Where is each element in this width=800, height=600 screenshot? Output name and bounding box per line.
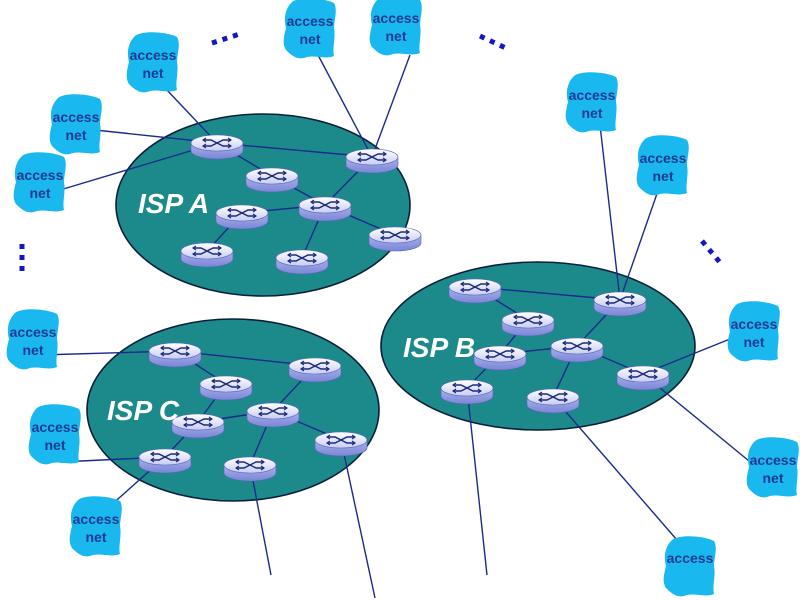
access-net-line1: access	[373, 10, 420, 26]
access-net-line2: net	[30, 185, 51, 201]
router-icon	[246, 402, 300, 428]
router-icon	[440, 379, 494, 405]
router-icon	[593, 291, 647, 317]
router-icon	[148, 342, 202, 368]
router-icon	[448, 278, 502, 304]
access-net-line1: access	[130, 47, 177, 63]
router-icon	[368, 226, 422, 252]
router-icon	[616, 365, 670, 391]
access-net-line2: net	[582, 105, 603, 121]
router-icon	[138, 448, 192, 474]
router-icon	[314, 431, 368, 457]
access-net-line1: access	[10, 324, 57, 340]
access-net-line1: access	[287, 13, 334, 29]
router-icon	[473, 345, 527, 371]
access-net-cloud: access net	[13, 152, 66, 213]
router-icon	[288, 357, 342, 383]
router-icon	[190, 134, 244, 160]
isp-a-label: ISP A	[138, 188, 209, 219]
access-net-cloud: access net	[727, 301, 780, 362]
access-net-cloud: access net	[746, 437, 799, 498]
access-net-line2: net	[143, 65, 164, 81]
access-net-line1: access	[53, 109, 100, 125]
link	[317, 54, 373, 158]
access-net-line1: access	[640, 150, 687, 166]
router-icon	[298, 196, 352, 222]
ellipsis-icon	[211, 32, 239, 46]
link	[619, 184, 661, 301]
access-net-line1: access	[667, 550, 714, 566]
access-net-cloud: access net	[6, 309, 59, 370]
link	[552, 396, 691, 556]
router-icon	[345, 148, 399, 174]
router-icon	[171, 413, 225, 439]
router-icon	[550, 337, 604, 363]
access-net-line1: access	[17, 167, 64, 183]
router-icon	[199, 375, 253, 401]
access-net-line2: net	[23, 342, 44, 358]
access-net-cloud: access net	[565, 72, 618, 133]
access-net-line2: net	[763, 470, 784, 486]
router-icon	[223, 456, 277, 482]
router-icon	[526, 388, 580, 414]
access-net-line1: access	[731, 316, 778, 332]
link	[466, 387, 488, 576]
isp-c-label: ISP C	[107, 395, 180, 426]
access-net-cloud: access net	[283, 0, 336, 59]
access-net-line2: net	[66, 127, 87, 143]
access-net-cloud: access net	[636, 135, 689, 196]
link	[642, 373, 761, 471]
ellipsis-icon	[478, 33, 506, 50]
access-net-cloud: access net	[126, 32, 179, 93]
access-net-line1: access	[73, 511, 120, 527]
access-net-line1: access	[32, 419, 79, 435]
access-net-cloud: access net	[49, 94, 102, 155]
access-net-line2: net	[744, 334, 765, 350]
access-net-line2: net	[300, 31, 321, 47]
router-icon	[501, 311, 555, 337]
access-net-line1: access	[569, 87, 616, 103]
access-net-cloud: access net	[69, 496, 122, 557]
access-net-line1: access	[750, 452, 797, 468]
access-net-line2: net	[653, 168, 674, 184]
access-net-cloud: access	[663, 536, 716, 597]
link	[340, 439, 376, 599]
link	[249, 464, 272, 576]
access-net-line2: net	[386, 28, 407, 44]
router-icon	[275, 249, 329, 275]
access-net-cloud: access net	[28, 404, 81, 465]
isp-b-label: ISP B	[403, 332, 475, 363]
link	[164, 87, 218, 144]
link	[371, 54, 411, 158]
access-net-line2: net	[86, 529, 107, 545]
cloud-icon	[663, 536, 716, 597]
cloud-icon	[283, 0, 336, 59]
router-icon	[245, 167, 299, 193]
ellipsis-icon	[19, 244, 25, 271]
router-icon	[215, 204, 269, 230]
link	[599, 124, 621, 301]
router-icon	[180, 242, 234, 268]
access-net-line2: net	[45, 437, 66, 453]
access-net-cloud: access net	[369, 0, 422, 56]
ellipsis-icon	[700, 239, 722, 264]
